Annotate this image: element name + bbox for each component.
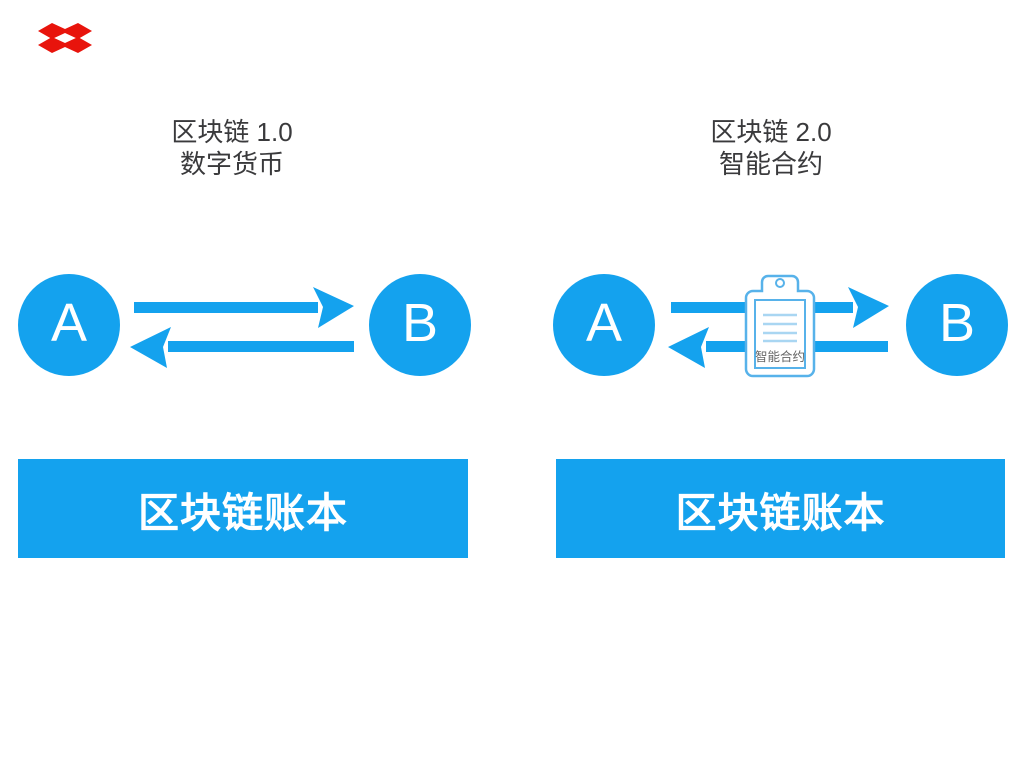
left-arrow-b-to-a: [130, 327, 354, 368]
left-node-a: A: [18, 274, 120, 376]
right-ledger-banner-label: 区块链账本: [675, 489, 886, 536]
right-node-b-label: B: [938, 293, 976, 353]
left-arrow-a-to-b-head: [313, 287, 354, 328]
left-ledger-banner: 区块链账本: [18, 459, 468, 558]
left-node-b: B: [369, 274, 471, 376]
left-node-b-label: B: [401, 293, 439, 353]
left-column-title: 区块链 1.0 数字货币: [7, 116, 457, 180]
left-ledger-banner-label: 区块链账本: [138, 489, 348, 536]
right-column-title: 区块链 2.0 智能合约: [546, 116, 996, 180]
left-arrow-b-to-a-head: [130, 327, 171, 368]
clipboard-paper: [754, 299, 806, 369]
right-arrow-b-to-a-head: [668, 327, 709, 368]
right-ledger-banner: 区块链账本: [556, 459, 1005, 558]
right-arrow-a-to-b-head: [848, 287, 889, 328]
right-node-b: B: [906, 274, 1008, 376]
left-arrow-b-to-a-shaft: [168, 341, 354, 352]
logo-bottom-ribbon: [38, 37, 92, 53]
left-title-line1: 区块链 1.0: [171, 117, 293, 147]
left-arrow-a-to-b: [134, 287, 354, 328]
right-title-line2: 智能合约: [718, 149, 823, 179]
logo-top-ribbon: [38, 23, 92, 39]
left-title-line2: 数字货币: [179, 149, 284, 179]
right-node-a: A: [553, 274, 655, 376]
smart-contract-label: 智能合约: [755, 349, 805, 364]
right-title-line1: 区块链 2.0: [710, 117, 832, 147]
smart-contract-clipboard-icon: 智能合约: [744, 274, 816, 378]
left-node-a-label: A: [50, 293, 88, 353]
clipboard-text-lines: [763, 313, 797, 343]
right-node-a-label: A: [585, 293, 623, 353]
left-arrow-a-to-b-shaft: [134, 302, 318, 313]
clipboard-clip-hole: [775, 278, 785, 288]
brand-logo-icon: [38, 23, 92, 53]
